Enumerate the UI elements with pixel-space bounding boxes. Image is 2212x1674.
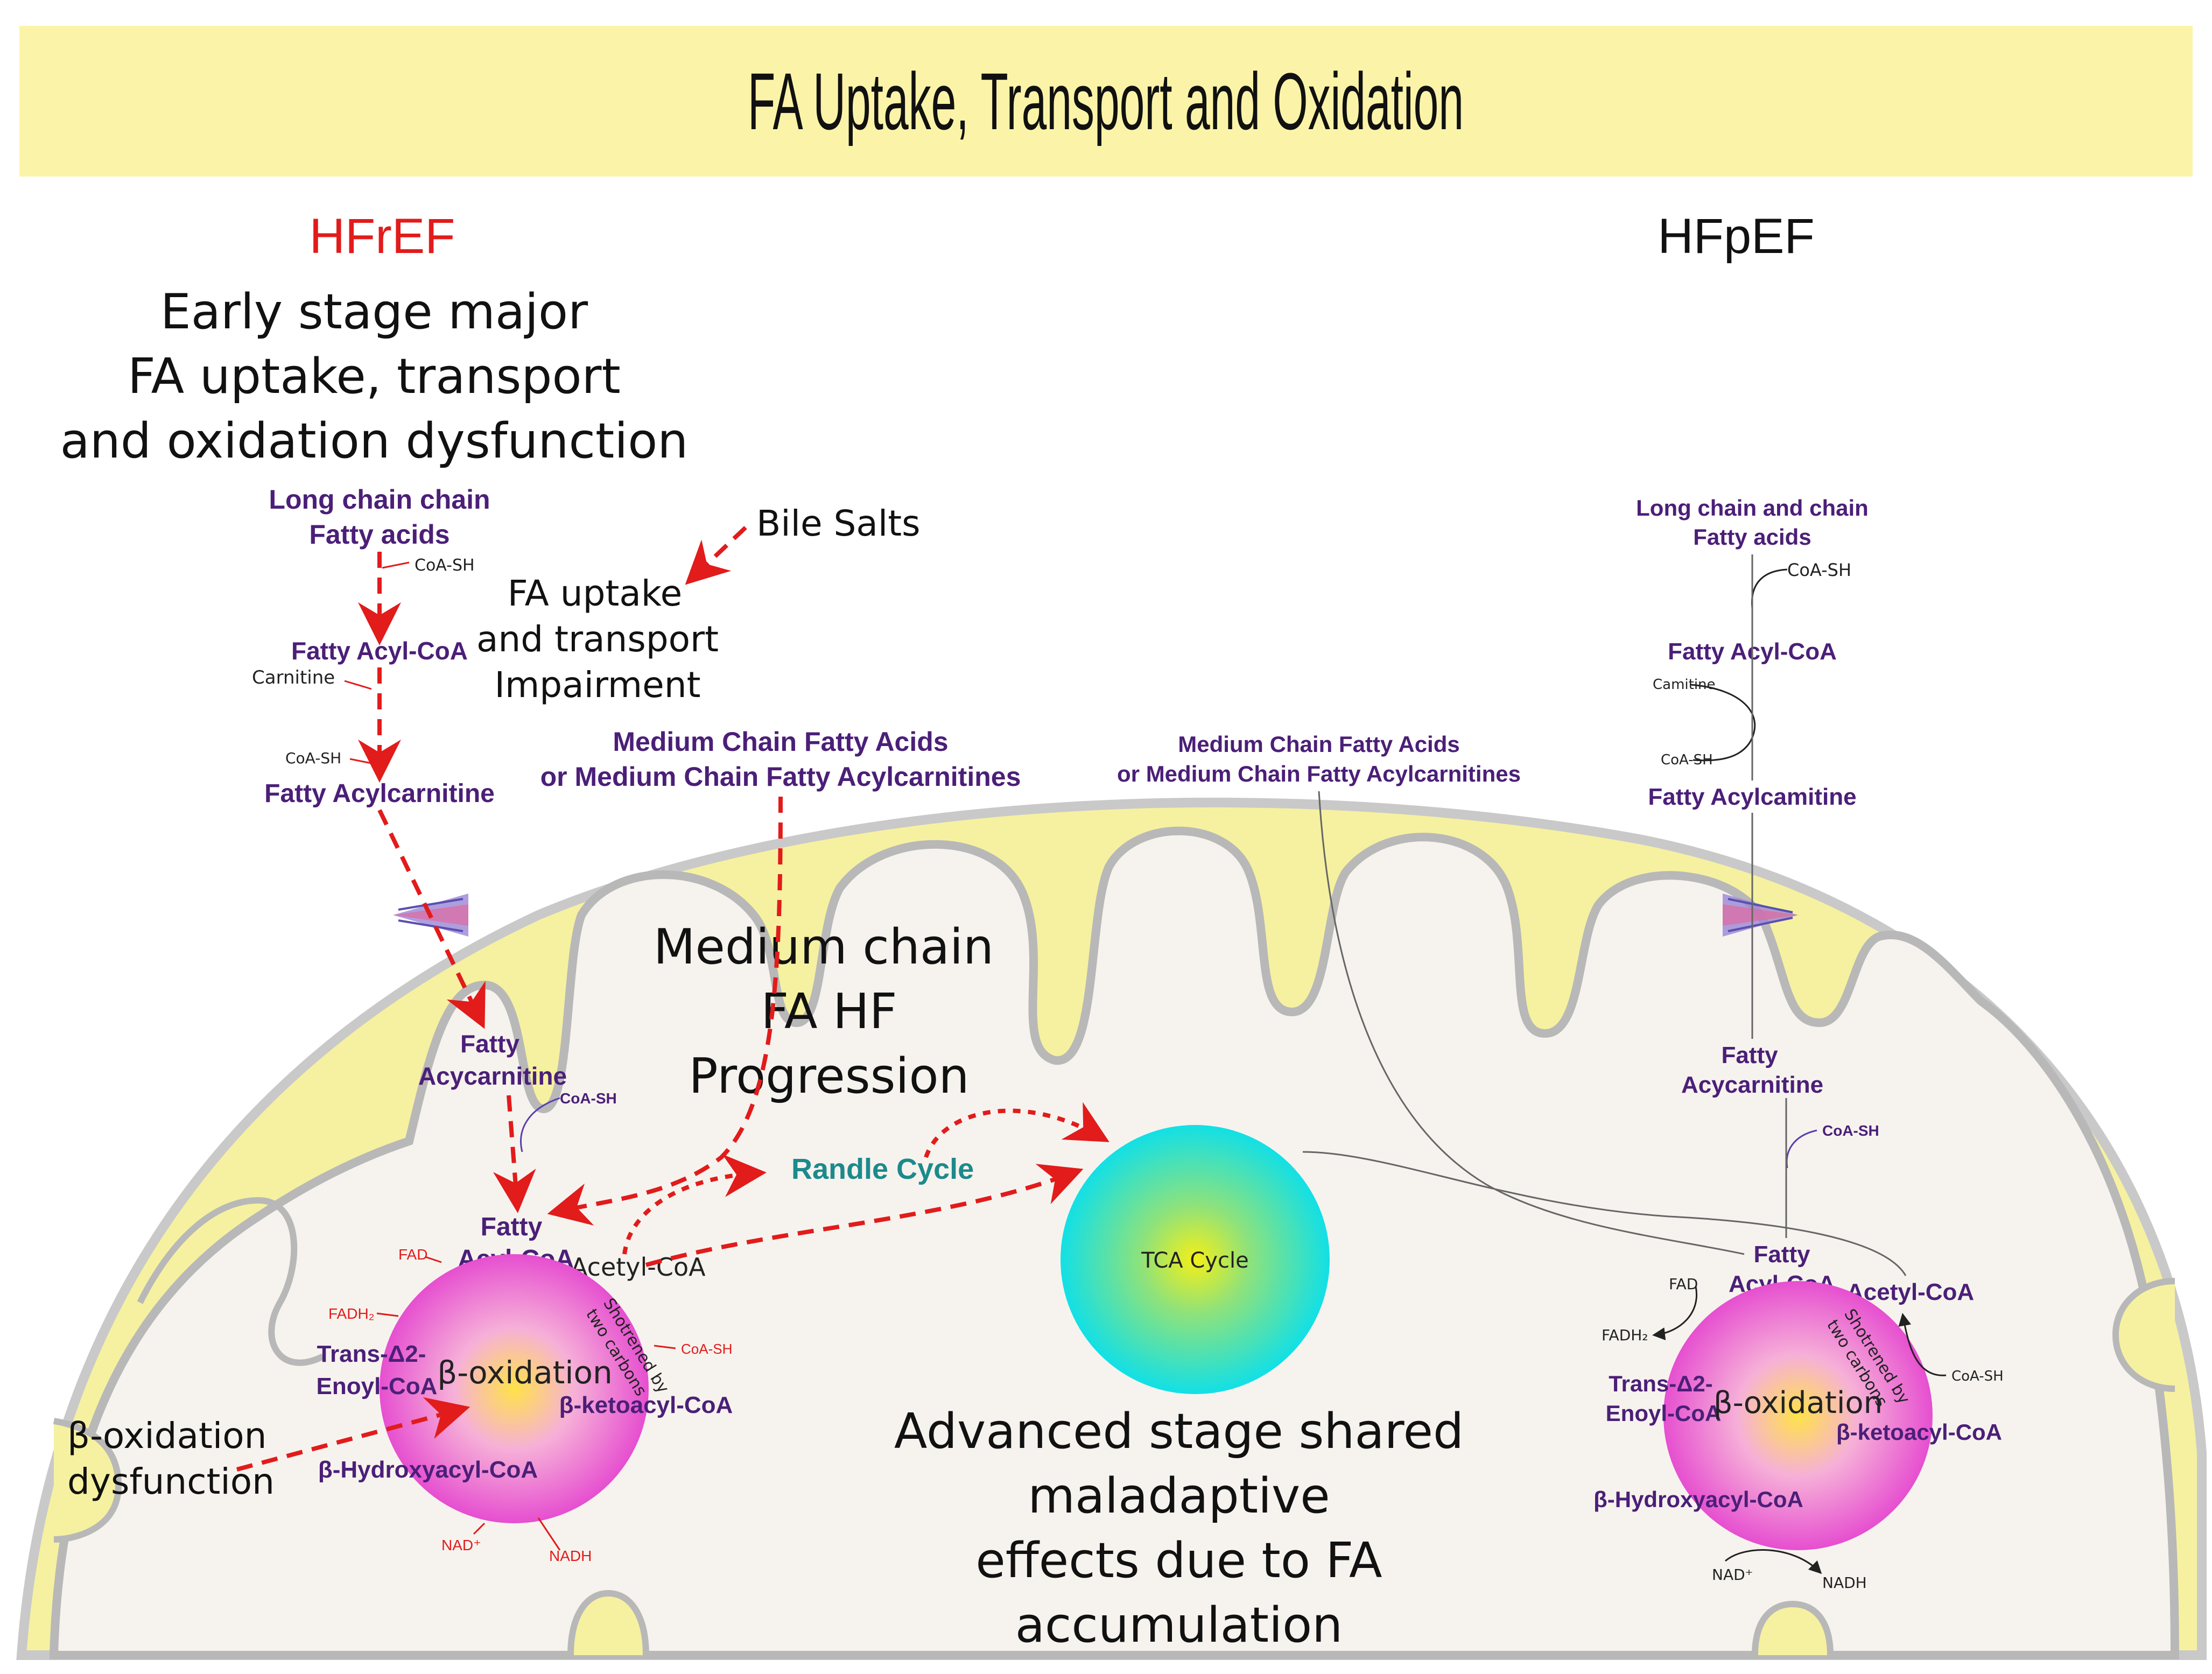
right-fadh2: FADH₂ bbox=[1602, 1326, 1648, 1344]
left-fatty-acylcarnitine-cyto: Fatty Acylcarnitine bbox=[264, 779, 495, 808]
right-beta-oxidation-circle bbox=[1663, 1281, 1933, 1550]
right-coash-1-curve bbox=[1751, 568, 1788, 609]
right-long-chain-line-1: Long chain and chain bbox=[1636, 495, 1869, 521]
left-nadh: NADH bbox=[549, 1548, 592, 1564]
right-medium-chain-line-1: Medium Chain Fatty Acids bbox=[1178, 732, 1460, 757]
arrow-bile-salts bbox=[685, 526, 747, 585]
right-nad-arrow bbox=[1725, 1549, 1822, 1574]
hfref-heading: HFrEF bbox=[310, 209, 455, 264]
right-trans-enoyl-line-1: Trans-Δ2- bbox=[1609, 1371, 1713, 1396]
left-acyl-coa-mito-line-1: Fatty bbox=[481, 1213, 543, 1241]
impairment-line-3: Impairment bbox=[494, 664, 700, 706]
right-beta-oxidation-label: β-oxidation bbox=[1714, 1385, 1883, 1420]
hfref-subtitle-line-1: Early stage major bbox=[160, 284, 588, 340]
left-nad: NAD⁺ bbox=[441, 1537, 481, 1553]
right-acyl-coa-mito-line-1: Fatty bbox=[1753, 1241, 1810, 1268]
right-trans-enoyl-line-2: Enoyl-CoA bbox=[1606, 1401, 1722, 1426]
right-ketoacyl: β-ketoacyl-CoA bbox=[1836, 1419, 2002, 1445]
arrow-acetyl-to-randle bbox=[622, 1154, 767, 1255]
right-coash-4: CoA-SH bbox=[1951, 1368, 2004, 1384]
page-title: FA Uptake, Transport and Oxidation bbox=[748, 56, 1464, 146]
right-fad-arrow bbox=[1652, 1286, 1697, 1340]
arrow-medium-chain-down bbox=[547, 796, 783, 1226]
left-coash-3-curve bbox=[520, 1097, 560, 1152]
arrow-dysfunction-to-beta bbox=[236, 1397, 471, 1472]
advanced-line-2: maladaptive bbox=[1028, 1468, 1330, 1524]
left-fad: FAD bbox=[398, 1246, 427, 1263]
right-coash-4-arrow bbox=[1898, 1313, 1947, 1376]
left-beta-oxidation-circle bbox=[380, 1254, 649, 1523]
left-acylcarnitine-mito-line-1: Fatty bbox=[460, 1030, 519, 1058]
arrow-acylcarnitine-to-membrane bbox=[377, 809, 486, 1029]
mc-progression-line-3: Progression bbox=[689, 1048, 969, 1105]
arrow-mito-acylcarnitine-to-acylcoa bbox=[493, 1095, 536, 1213]
advanced-line-1: Advanced stage shared bbox=[894, 1403, 1464, 1460]
advanced-line-4: accumulation bbox=[1015, 1597, 1343, 1654]
right-nadh: NADH bbox=[1822, 1574, 1867, 1592]
hfref-subtitle-line-3: and oxidation dysfunction bbox=[60, 413, 689, 469]
right-coash-3: CoA-SH bbox=[1822, 1122, 1879, 1139]
right-hydroxyacyl: β-Hydroxyacyl-CoA bbox=[1593, 1487, 1803, 1512]
left-fatty-acyl-coa-cyto: Fatty Acyl-CoA bbox=[291, 637, 468, 665]
arrow-acetyl-to-tca bbox=[645, 1164, 1084, 1267]
right-medium-chain-line bbox=[1318, 791, 1745, 1255]
crista-right bbox=[2112, 1278, 2175, 1392]
left-long-chain-line-1: Long chain chain bbox=[269, 484, 490, 515]
mc-progression-line-2: FA HF bbox=[761, 983, 897, 1040]
right-acylcarnitine-mito-line-1: Fatty bbox=[1721, 1042, 1778, 1068]
transporter-right-icon bbox=[1723, 894, 1798, 937]
crista-bottom-left bbox=[53, 1418, 122, 1543]
left-coash-2: CoA-SH bbox=[285, 749, 341, 767]
impairment-line-2: and transport bbox=[476, 618, 719, 660]
right-coash-1: CoA-SH bbox=[1787, 560, 1851, 580]
left-medium-chain-line-2: or Medium Chain Fatty Acylcarnitines bbox=[540, 762, 1021, 792]
beta-dysfunction-line-1: β-oxidation bbox=[67, 1415, 266, 1457]
right-nad: NAD⁺ bbox=[1712, 1566, 1753, 1584]
left-medium-chain-line-1: Medium Chain Fatty Acids bbox=[613, 727, 948, 757]
right-carnitine-curve bbox=[1690, 684, 1756, 762]
left-hydroxyacyl: β-Hydroxyacyl-CoA bbox=[318, 1457, 538, 1483]
left-long-chain-line-2: Fatty acids bbox=[309, 519, 450, 550]
right-acetyl-to-tca-line bbox=[1302, 1151, 1907, 1276]
randle-cycle-label: Randle Cycle bbox=[791, 1153, 974, 1185]
tca-cycle-label: TCA Cycle bbox=[1141, 1248, 1248, 1273]
left-trans-enoyl-line-2: Enoyl-CoA bbox=[317, 1373, 438, 1399]
mc-progression-line-1: Medium chain bbox=[654, 919, 994, 975]
left-ketoacyl: β-ketoacyl-CoA bbox=[559, 1392, 733, 1418]
left-acylcarnitine-mito-line-2: Acycarnitine bbox=[418, 1062, 567, 1090]
title-banner bbox=[19, 26, 2193, 177]
left-trans-enoyl-line-1: Trans-Δ2- bbox=[317, 1341, 426, 1367]
arrow-randle-to-tca bbox=[924, 1102, 1109, 1158]
right-carnitine: Camitine bbox=[1653, 677, 1716, 693]
right-fad: FAD bbox=[1669, 1275, 1698, 1293]
hfpef-heading: HFpEF bbox=[1658, 209, 1814, 264]
left-pathway-arrows bbox=[236, 526, 1109, 1472]
right-medium-chain-line-2: or Medium Chain Fatty Acylcarnitines bbox=[1117, 761, 1521, 786]
left-beta-oxidation-label: β-oxidation bbox=[437, 1354, 613, 1391]
left-coash-4: CoA-SH bbox=[681, 1341, 732, 1357]
crista-bottom-1 bbox=[567, 1589, 649, 1656]
left-fadh2: FADH₂ bbox=[328, 1305, 375, 1322]
impairment-line-1: FA uptake bbox=[508, 573, 683, 614]
right-fatty-acylcarnitine-cyto: Fatty Acylcamitine bbox=[1648, 784, 1856, 810]
crista-bottom-2 bbox=[1752, 1600, 1834, 1656]
left-coash-1: CoA-SH bbox=[415, 556, 475, 575]
left-coash-3: CoA-SH bbox=[560, 1090, 617, 1107]
left-carnitine: Carnitine bbox=[252, 667, 335, 688]
tca-cycle-circle bbox=[1061, 1125, 1330, 1394]
right-long-chain-line-2: Fatty acids bbox=[1693, 524, 1811, 550]
hfref-subtitle-line-2: FA uptake, transport bbox=[128, 348, 621, 405]
right-acylcarnitine-mito-line-2: Acycarnitine bbox=[1681, 1072, 1823, 1098]
crista-left bbox=[137, 1197, 325, 1366]
left-reaction-ticks bbox=[344, 561, 676, 1551]
advanced-line-3: effects due to FA bbox=[975, 1532, 1382, 1589]
bile-salts-label: Bile Salts bbox=[756, 503, 920, 544]
